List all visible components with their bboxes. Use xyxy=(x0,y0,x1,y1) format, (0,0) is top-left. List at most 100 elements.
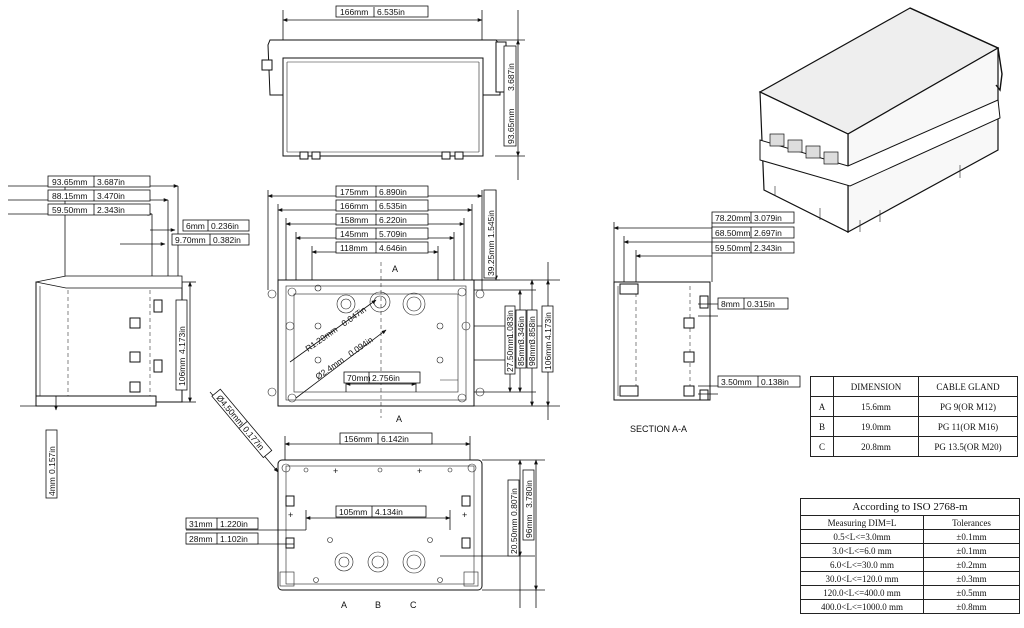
table-row: A 15.6mm PG 9(OR M12) xyxy=(810,396,1018,417)
side-dim-2: 59.50mm 2.343in xyxy=(47,203,151,216)
section-view: 78.20mm 3.079in 68.50mm 2.697in 59.50mm … xyxy=(613,211,801,434)
bottom-hole-callout: Ø4.50mm 0.177in xyxy=(211,388,273,459)
svg-text:+: + xyxy=(417,466,422,476)
front-width-2: 158mm 6.220in xyxy=(335,213,429,226)
side-dim-3: 6mm 0.236in xyxy=(182,219,250,232)
section-body xyxy=(613,281,711,401)
svg-text:88.15mm: 88.15mm xyxy=(52,191,87,201)
table-row: 30.0<L<=120.0 mm±0.3mm xyxy=(800,571,1020,586)
table-row: 120.0<L<=400.0 mm±0.5mm xyxy=(800,585,1020,600)
mount-hole-bl xyxy=(267,387,277,397)
svg-text:0.382in: 0.382in xyxy=(213,235,241,245)
svg-text:166mm: 166mm xyxy=(340,201,368,211)
side-base-in: 0.157in xyxy=(47,446,57,474)
section-dim-1: 68.50mm 2.697in xyxy=(711,226,795,239)
table-row: 3.0<L<=6.0 mm±0.1mm xyxy=(800,543,1020,558)
svg-text:118mm: 118mm xyxy=(340,243,368,253)
bottom-width-mm: 156mm xyxy=(344,434,372,444)
gland-label-a: A xyxy=(341,600,347,610)
iso-header-dim: Measuring DIM=L xyxy=(800,515,924,530)
svg-text:+: + xyxy=(462,510,467,520)
bottom-left2-in: 1.102in xyxy=(220,534,248,544)
front-width-4: 118mm 4.646in xyxy=(335,241,429,254)
side-base-mm: 4mm xyxy=(47,477,57,496)
side-view: 93.65mm 3.687in 88.15mm 3.470in 59.50mm … xyxy=(8,175,250,499)
table-row: B 19.0mm PG 11(OR M16) xyxy=(810,416,1018,437)
section-mark-bottom: A xyxy=(396,414,402,424)
svg-text:59.50mm: 59.50mm xyxy=(715,243,750,253)
section-dim-0: 78.20mm 3.079in xyxy=(711,211,795,224)
top-hinge-left xyxy=(261,59,273,71)
table-row: 6.0<L<=30.0 mm±0.2mm xyxy=(800,557,1020,572)
svg-text:59.50mm: 59.50mm xyxy=(52,205,87,215)
bottom-left1-in: 1.220in xyxy=(220,519,248,529)
top-view: 166mm 6.535in 93.65mm 3.687in xyxy=(261,5,525,180)
svg-text:6.535in: 6.535in xyxy=(379,201,407,211)
svg-text:4.646in: 4.646in xyxy=(379,243,407,253)
bottom-mid-in: 4.134in xyxy=(375,507,403,517)
top-width-box xyxy=(335,5,429,18)
svg-text:3.780in: 3.780in xyxy=(524,480,534,508)
svg-text:1.083in: 1.083in xyxy=(505,310,515,338)
svg-text:158mm: 158mm xyxy=(340,215,368,225)
svg-text:3.346in: 3.346in xyxy=(516,316,526,344)
section-mark-top: A xyxy=(392,264,398,274)
bottom-width-in: 6.142in xyxy=(381,434,409,444)
top-height-in: 3.687in xyxy=(506,63,516,91)
front-right-3: 106mm 4.173in xyxy=(541,305,554,373)
section-d8-in: 0.315in xyxy=(747,299,775,309)
side-dim-0: 93.65mm 3.687in xyxy=(47,175,151,188)
gland-header-cable: CABLE GLAND xyxy=(918,376,1018,397)
svg-text:20.50mm: 20.50mm xyxy=(509,519,519,554)
isometric-view xyxy=(758,7,1003,234)
svg-text:6.220in: 6.220in xyxy=(379,215,407,225)
table-row: C 20.8mm PG 13.5(OR M20) xyxy=(810,436,1018,457)
pitch70-mm: 70mm xyxy=(347,373,371,383)
top-width-mm: 166mm xyxy=(340,7,368,17)
gland-a-hole xyxy=(334,552,354,572)
gland-label-c: C xyxy=(410,600,417,610)
svg-text:9.70mm: 9.70mm xyxy=(175,235,206,245)
section-d35-in: 0.138in xyxy=(761,377,789,387)
svg-text:Ø4.50mm: Ø4.50mm xyxy=(214,393,246,428)
bottom-mid-mm: 105mm xyxy=(339,507,367,517)
top-width-in: 6.535in xyxy=(377,7,405,17)
side-height-in: 4.173in xyxy=(177,326,187,354)
bottom-view: Ø4.50mm 0.177in 156mm 6.142in + + + + + … xyxy=(185,388,545,610)
svg-text:0.236in: 0.236in xyxy=(211,221,239,231)
front-width-3: 145mm 5.709in xyxy=(335,227,429,240)
knockout-b xyxy=(369,291,391,313)
svg-text:+: + xyxy=(288,510,293,520)
svg-text:175mm: 175mm xyxy=(340,187,368,197)
pitch70-in: 2.756in xyxy=(372,373,400,383)
section-d8-mm: 8mm xyxy=(721,299,740,309)
table-row: 0.5<L<=3.0mm±0.1mm xyxy=(800,529,1020,544)
mount-hole-tr xyxy=(475,289,485,299)
iso-title: According to ISO 2768-m xyxy=(800,498,1020,516)
bottom-right2: 96mm 3.780in xyxy=(522,469,535,541)
section-dim-2: 59.50mm 2.343in xyxy=(711,241,795,254)
svg-text:106mm: 106mm xyxy=(543,342,553,370)
svg-text:3.079in: 3.079in xyxy=(754,213,782,223)
svg-text:2.697in: 2.697in xyxy=(754,228,782,238)
svg-text:68.50mm: 68.50mm xyxy=(715,228,750,238)
svg-text:6mm: 6mm xyxy=(186,221,205,231)
front-right-1: 85mm 3.346in xyxy=(515,309,527,369)
iso-table: According to ISO 2768-m Measuring DIM=L … xyxy=(800,498,1020,614)
front-width-0: 175mm 6.890in xyxy=(335,185,429,198)
svg-text:93.65mm: 93.65mm xyxy=(52,177,87,187)
svg-text:27.50mm: 27.50mm xyxy=(505,337,515,372)
gland-header-blank xyxy=(810,376,834,397)
side-dim-4: 9.70mm 0.382in xyxy=(171,233,250,246)
svg-text:3.470in: 3.470in xyxy=(97,191,125,201)
svg-text:85mm: 85mm xyxy=(516,342,526,366)
gland-label-b: B xyxy=(375,600,381,610)
side-dim-1: 88.15mm 3.470in xyxy=(47,189,151,202)
bottom-right1: 20.50mm 0.807in xyxy=(507,479,520,557)
svg-text:4.173in: 4.173in xyxy=(543,312,553,340)
top-height-mm: 93.65mm xyxy=(506,109,516,144)
mount-hole-tl xyxy=(267,289,277,299)
front-top-h-mm: 39.25mm xyxy=(486,241,496,276)
gland-table: DIMENSION CABLE GLAND A 15.6mm PG 9(OR M… xyxy=(810,376,1018,457)
